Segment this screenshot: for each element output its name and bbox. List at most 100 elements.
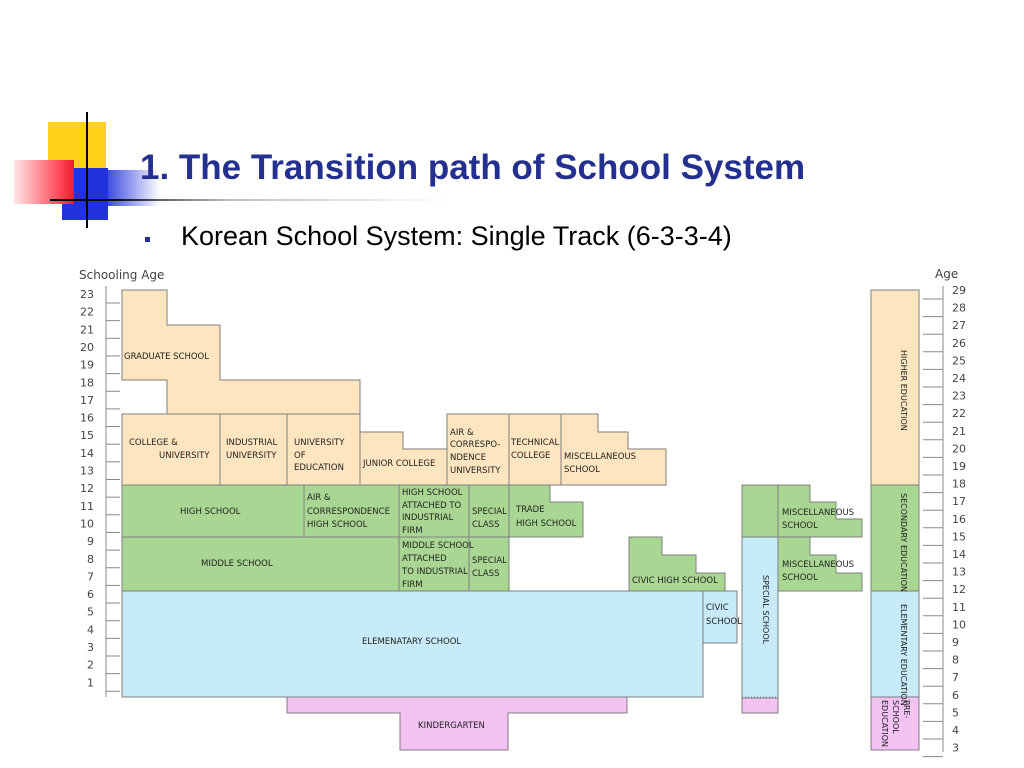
graduate-school-label: GRADUATE SCHOOL (124, 352, 209, 362)
schooling-age-tick-label: 10 (80, 517, 94, 530)
age-tick-label: 24 (952, 372, 966, 385)
schooling-age-tick-label: 5 (87, 606, 94, 619)
school-system-diagram: Schooling Age 23222120191817161514131211… (79, 267, 966, 758)
pre-school-label-line2: SCHOOL (891, 700, 900, 734)
hs-firm-label-line1: HIGH SCHOOL (402, 488, 463, 498)
hs-firm-label-line3: INDUSTRIAL (402, 513, 453, 523)
schooling-age-tick-label: 13 (80, 465, 94, 478)
age-tick-label: 14 (952, 548, 966, 561)
age-tick-label: 27 (952, 319, 966, 332)
age-tick-label: 8 (952, 654, 959, 667)
civic-school-box (702, 590, 738, 644)
hs-firm-label-line2: ATTACHED TO (402, 501, 462, 511)
special-class-high-box (468, 484, 510, 538)
ms-firm-label-line3: TO INDUSTRIAL (401, 567, 468, 577)
special-school-pink-part (741, 697, 779, 714)
schooling-age-tick-label: 2 (87, 659, 94, 672)
special-class-middle-label-line2: CLASS (472, 569, 499, 579)
air-university-label-line4: UNIVERSITY (450, 466, 501, 476)
age-tick-label: 4 (952, 724, 959, 737)
graduate-school-box (121, 289, 361, 415)
special-class-high-label-line1: SPECIAL (472, 507, 507, 517)
higher-education-label: HIGHER EDUCATION (899, 350, 908, 431)
red-square-decoration (14, 160, 74, 204)
miscellaneous-higher-school-box (560, 413, 667, 486)
schooling-age-tick-label: 22 (80, 306, 94, 319)
schooling-age-tick-label: 1 (87, 676, 94, 689)
misc-middle-label-line1: MISCELLANEOUS (782, 560, 854, 570)
pre-school-education-label: PRE- SCHOOL EDUCATION (880, 700, 911, 747)
age-tick-label: 22 (952, 407, 966, 420)
middle-school-attached-to-industrial-firm-box (398, 536, 470, 592)
misc-secondary-label-line1: MISCELLANEOUS (782, 508, 854, 518)
schooling-age-axis-title: Schooling Age (79, 268, 164, 282)
education-label-line2: OF (294, 451, 306, 461)
higher-education-stage (870, 289, 920, 486)
university-of-education-box (286, 413, 361, 486)
college-label-line1: COLLEGE & (129, 438, 178, 448)
age-axis: Age 292827262524232221201918171615141312… (923, 267, 966, 758)
schooling-age-tick-label: 3 (87, 641, 94, 654)
age-tick-label: 5 (952, 706, 959, 719)
age-tick-label: 6 (952, 689, 959, 702)
ms-firm-label-line4: FIRM (402, 580, 423, 590)
elementary-education-stage (870, 590, 920, 698)
age-tick-label: 15 (952, 530, 966, 543)
kindergarten-label: KINDERGARTEN (418, 721, 485, 731)
schooling-age-tick-label: 20 (80, 341, 94, 354)
hs-firm-label-line4: FIRM (402, 526, 423, 536)
air-university-label-line2: CORRESPO- (450, 440, 500, 450)
age-tick-label: 3 (952, 742, 959, 755)
misc-higher-label-line2: SCHOOL (564, 465, 600, 475)
middle-school-label: MIDDLE SCHOOL (201, 559, 273, 569)
air-correspondence-high-school-box (303, 484, 400, 538)
air-university-label-line3: NDENCE (450, 453, 486, 463)
age-tick-label: 17 (952, 495, 966, 508)
misc-middle-label-line2: SCHOOL (782, 573, 818, 583)
schooling-age-tick-label: 11 (80, 500, 94, 513)
college-university-box (121, 413, 221, 486)
education-label-line1: UNIVERSITY (294, 438, 345, 448)
misc-secondary-label-line2: SCHOOL (782, 521, 818, 531)
bullet-text: Korean School System: Single Track (6-3-… (181, 221, 732, 251)
industrial-label-line2: UNIVERSITY (226, 451, 277, 461)
air-university-label-line1: AIR & (450, 428, 474, 438)
industrial-label-line1: INDUSTRIAL (226, 438, 277, 448)
schooling-age-axis: Schooling Age 23222120191817161514131211… (79, 268, 164, 697)
age-tick-label: 7 (952, 671, 959, 684)
age-tick-label: 19 (952, 460, 966, 473)
schooling-age-tick-label: 14 (80, 447, 94, 460)
age-tick-label: 28 (952, 302, 966, 315)
age-tick-label: 9 (952, 636, 959, 649)
age-tick-label: 29 (952, 284, 966, 297)
schooling-age-tick-label: 12 (80, 482, 94, 495)
special-school-green-part (741, 484, 779, 538)
high-school-label: HIGH SCHOOL (180, 507, 241, 517)
trade-high-label-line2: HIGH SCHOOL (516, 519, 577, 529)
schooling-age-tick-label: 19 (80, 359, 94, 372)
special-class-high-label-line2: CLASS (472, 520, 499, 530)
technical-college-label-line2: COLLEGE (511, 451, 550, 461)
schooling-age-tick-label: 7 (87, 570, 94, 583)
schooling-age-tick-label: 23 (80, 288, 94, 301)
technical-college-label-line1: TECHNICAL (510, 438, 560, 448)
trade-high-label-line1: TRADE (515, 505, 544, 515)
secondary-education-label: SECONDARY EDUCATION (899, 493, 908, 592)
schooling-age-tick-label: 8 (87, 553, 94, 566)
ms-firm-label-line1: MIDDLE SCHOOL (402, 541, 474, 551)
schooling-age-tick-label: 4 (87, 623, 94, 636)
air-high-label-line2: CORRESPONDENCE (307, 507, 390, 517)
elementary-school-label: ELEMENATARY SCHOOL (362, 637, 461, 647)
schooling-age-tick-label: 17 (80, 394, 94, 407)
college-label-line2: UNIVERSITY (159, 451, 210, 461)
pre-school-label-line1: PRE- (902, 700, 911, 718)
schooling-age-tick-label: 15 (80, 429, 94, 442)
age-tick-label: 21 (952, 425, 966, 438)
age-tick-label: 25 (952, 354, 966, 367)
bullet-icon (145, 237, 150, 242)
age-tick-label: 18 (952, 478, 966, 491)
miscellaneous-middle-school-box (777, 536, 863, 592)
junior-college-label: JUNIOR COLLEGE (362, 459, 435, 469)
special-school-blue-part (741, 536, 779, 699)
vertical-line-decoration (86, 112, 88, 228)
